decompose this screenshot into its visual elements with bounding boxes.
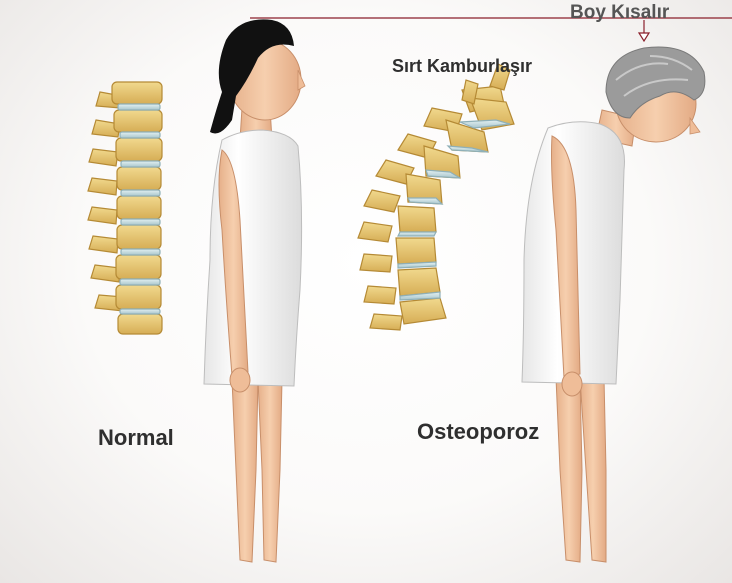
osteoporotic-spine — [358, 64, 514, 330]
arrow-down-icon — [639, 20, 649, 41]
osteoporosis-label: Osteoporoz — [417, 421, 539, 443]
hunched-back-label: Sırt Kamburlaşır — [392, 57, 532, 75]
normal-spine — [88, 82, 162, 334]
height-loss-label: Boy Kısalır — [570, 3, 669, 22]
normal-posture-figure — [204, 19, 305, 562]
normal-label: Normal — [98, 427, 174, 449]
osteoporotic-posture-figure — [522, 47, 705, 562]
